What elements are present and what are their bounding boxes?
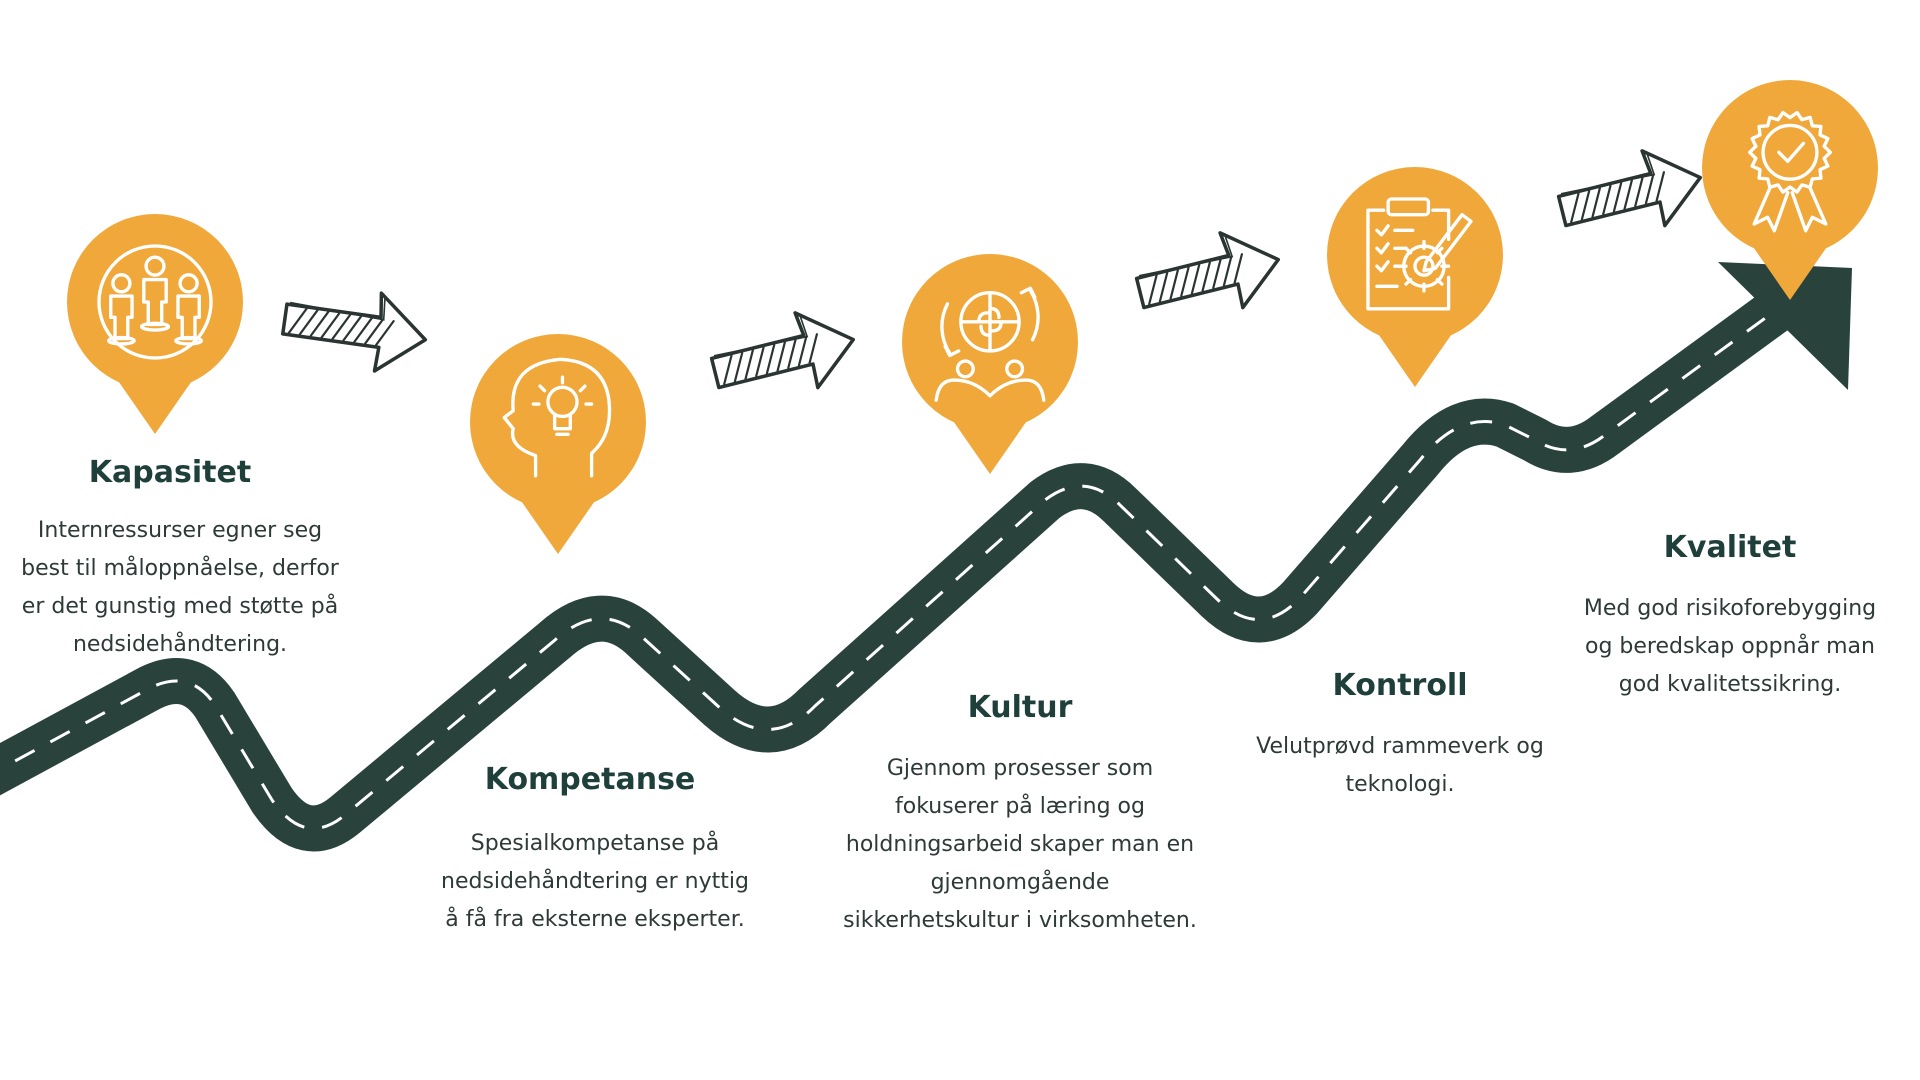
sketch-arrows: [281, 149, 1703, 390]
location-marker: [1702, 80, 1878, 300]
clipboard-gear-icon: [1366, 197, 1473, 311]
description-line: fokuserer på læring og: [895, 794, 1145, 819]
stage-description: Med god risikoforebygging og beredskap o…: [1545, 590, 1915, 704]
stage-description: Spesialkompetanse på nedsidehåndtering e…: [405, 825, 785, 939]
sketch-arrow-icon: [281, 291, 428, 373]
sketch-arrow-icon: [1134, 231, 1281, 310]
stage-description: Internressurser egner seg best til målop…: [0, 512, 360, 664]
description-line: Spesialkompetanse på: [470, 831, 720, 856]
stage-title: Kompetanse: [484, 762, 696, 797]
sketch-arrow-icon: [709, 311, 856, 390]
stage-title: Kvalitet: [1663, 530, 1797, 565]
description-line: gjennomgående: [930, 870, 1110, 895]
stage-markers: [67, 80, 1878, 554]
description-line: og beredskap oppnår man: [1585, 634, 1875, 659]
puzzle-people-icon: [934, 286, 1046, 402]
people-group-icon: [97, 244, 213, 360]
stage-description: Gjennom prosesser som fokuserer på lærin…: [815, 750, 1225, 940]
description-line: Gjennom prosesser som: [886, 756, 1154, 781]
description-line: å få fra eksterne eksperter.: [445, 907, 745, 932]
stage-description: Velutprøvd rammeverk og teknologi.: [1220, 728, 1580, 804]
description-line: teknologi.: [1345, 772, 1455, 797]
description-line: Internressurser egner seg: [37, 518, 323, 543]
location-marker: [470, 334, 646, 554]
description-line: nedsidehåndtering er nyttig: [441, 869, 749, 894]
road-center-line: [0, 298, 1791, 830]
description-line: holdningsarbeid skaper man en: [845, 832, 1195, 857]
stage-title: Kapasitet: [88, 455, 252, 490]
stage-title: Kontroll: [1332, 668, 1468, 703]
location-marker: [1327, 167, 1503, 387]
winding-road: [0, 262, 1852, 852]
stage-title: Kultur: [967, 690, 1073, 725]
award-ribbon-icon: [1747, 110, 1833, 233]
description-line: best til måloppnåelse, derfor: [21, 556, 339, 581]
road-arrowhead: [1718, 262, 1852, 390]
description-line: Velutprøvd rammeverk og: [1256, 734, 1544, 759]
description-line: sikkerhetskultur i virksomheten.: [843, 908, 1197, 933]
sketch-arrow-icon: [1556, 149, 1703, 228]
head-lightbulb-icon: [502, 357, 612, 478]
location-marker: [67, 214, 243, 434]
location-marker: [902, 254, 1078, 474]
description-line: er det gunstig med støtte på: [21, 594, 339, 619]
description-line: god kvalitetssikring.: [1618, 672, 1842, 697]
description-line: Med god risikoforebygging: [1583, 596, 1877, 621]
description-line: nedsidehåndtering.: [72, 632, 288, 657]
